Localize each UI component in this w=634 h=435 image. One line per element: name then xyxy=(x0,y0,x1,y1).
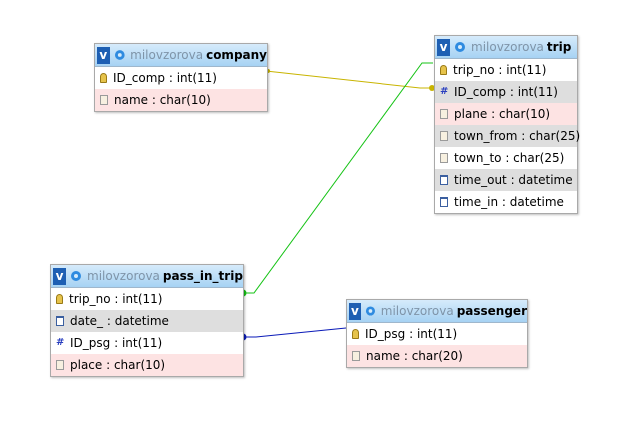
column-label: town_to : char(25) xyxy=(454,151,565,165)
primary-key-icon xyxy=(440,65,447,75)
column-label: ID_psg : int(11) xyxy=(365,327,458,341)
primary-key-icon xyxy=(100,73,107,83)
column-row[interactable]: trip_no : int(11) xyxy=(51,288,243,310)
column-label: name : char(20) xyxy=(366,349,463,363)
column-label: name : char(10) xyxy=(114,93,211,107)
datetime-field-icon xyxy=(440,175,448,185)
column-row[interactable]: place : char(10) xyxy=(51,354,243,376)
toggle-columns-button[interactable]: v xyxy=(437,38,450,56)
toggle-columns-button[interactable]: v xyxy=(53,267,66,285)
table-name: passenger xyxy=(456,304,527,318)
column-label: plane : char(10) xyxy=(454,107,551,121)
table-pass-in-trip[interactable]: v milovzorova pass_in_trip trip_no : int… xyxy=(50,264,244,377)
column-row[interactable]: name : char(20) xyxy=(347,345,527,367)
column-row[interactable]: time_in : datetime xyxy=(435,191,577,213)
column-row[interactable]: # ID_comp : int(11) xyxy=(435,81,577,103)
relation-line-passenger-pass-in-trip xyxy=(243,327,347,338)
column-label: ID_comp : int(11) xyxy=(454,85,558,99)
relation-line-trip-pass-in-trip xyxy=(243,62,433,294)
column-row[interactable]: name : char(10) xyxy=(95,89,267,111)
text-field-icon xyxy=(100,95,108,105)
table-header[interactable]: v milovzorova passenger xyxy=(347,300,527,323)
column-row[interactable]: # ID_psg : int(11) xyxy=(51,332,243,354)
table-name: company xyxy=(206,48,267,62)
table-header[interactable]: v milovzorova trip xyxy=(435,36,577,59)
text-field-icon xyxy=(440,153,448,163)
primary-key-icon xyxy=(352,329,359,339)
text-field-icon xyxy=(56,360,64,370)
column-label: ID_comp : int(11) xyxy=(113,71,217,85)
column-row[interactable]: date_ : datetime xyxy=(51,310,243,332)
toggle-columns-button[interactable]: v xyxy=(349,302,361,320)
column-label: time_out : datetime xyxy=(454,173,573,187)
gear-icon[interactable] xyxy=(70,270,82,282)
database-name: milovzorova xyxy=(380,304,454,318)
column-label: date_ : datetime xyxy=(70,314,169,328)
toggle-columns-button[interactable]: v xyxy=(97,46,110,64)
column-label: ID_psg : int(11) xyxy=(70,336,163,350)
table-trip[interactable]: v milovzorova trip trip_no : int(11) # I… xyxy=(434,35,581,214)
relation-end-trip-idcomp xyxy=(429,85,435,91)
table-name: trip xyxy=(546,40,572,54)
text-field-icon xyxy=(352,351,360,361)
database-name: milovzorova xyxy=(87,269,160,283)
column-row[interactable]: time_out : datetime xyxy=(435,169,577,191)
table-passenger[interactable]: v milovzorova passenger ID_psg : int(11)… xyxy=(346,299,528,368)
column-row[interactable]: ID_psg : int(11) xyxy=(347,323,527,345)
column-row[interactable]: town_to : char(25) xyxy=(435,147,577,169)
table-header[interactable]: v milovzorova pass_in_trip xyxy=(51,265,243,288)
relation-line-company-trip xyxy=(265,70,433,89)
column-label: trip_no : int(11) xyxy=(69,292,163,306)
table-name: pass_in_trip xyxy=(162,269,243,283)
gear-icon[interactable] xyxy=(114,49,126,61)
column-row[interactable]: plane : char(10) xyxy=(435,103,577,125)
database-name: milovzorova xyxy=(471,40,544,54)
text-field-icon xyxy=(440,109,448,119)
datetime-field-icon xyxy=(56,316,64,326)
table-header[interactable]: v milovzorova company xyxy=(95,44,267,67)
column-label: place : char(10) xyxy=(70,358,166,372)
column-row[interactable]: ID_comp : int(11) xyxy=(95,67,267,89)
column-row[interactable]: trip_no : int(11) xyxy=(435,59,577,81)
numeric-field-icon: # xyxy=(56,337,65,348)
column-label: trip_no : int(11) xyxy=(453,63,547,77)
text-field-icon xyxy=(440,131,448,141)
table-company[interactable]: v milovzorova company ID_comp : int(11) … xyxy=(94,43,268,112)
gear-icon[interactable] xyxy=(454,41,466,53)
datetime-field-icon xyxy=(440,197,448,207)
column-label: time_in : datetime xyxy=(454,195,564,209)
column-label: town_from : char(25) xyxy=(454,129,581,143)
gear-icon[interactable] xyxy=(365,305,376,317)
database-name: milovzorova xyxy=(130,48,204,62)
primary-key-icon xyxy=(56,294,63,304)
column-row[interactable]: town_from : char(25) xyxy=(435,125,581,147)
numeric-field-icon: # xyxy=(440,86,449,97)
